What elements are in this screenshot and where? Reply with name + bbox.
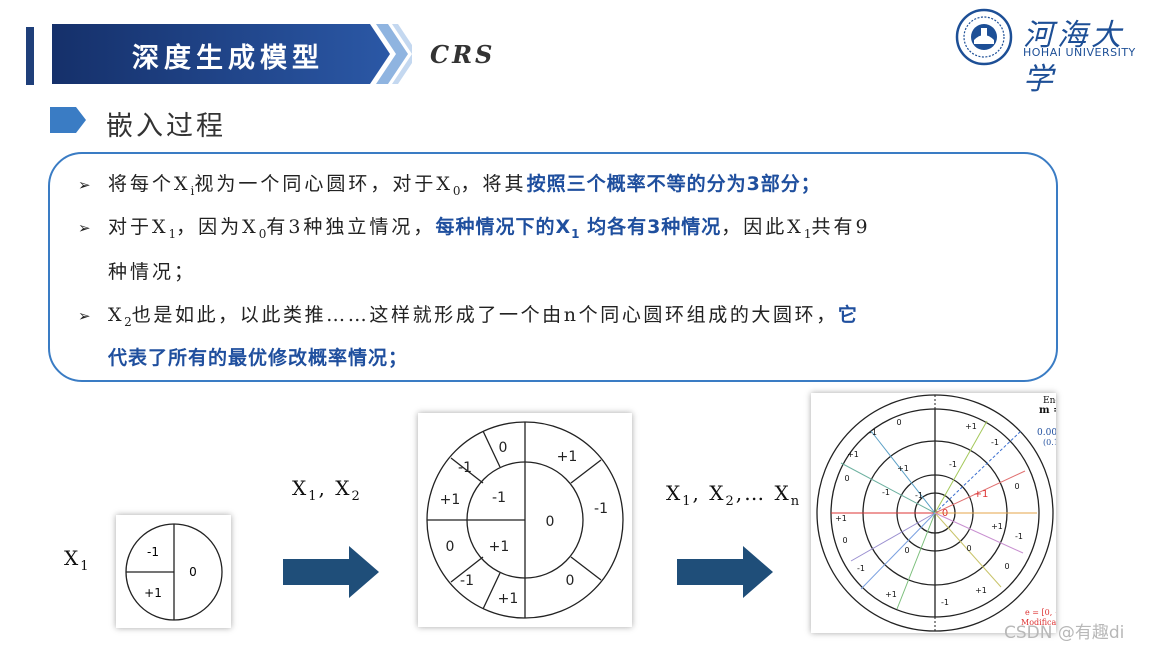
label-x1-x2: X1, X2: [292, 476, 362, 504]
highlight-text: 每种情况下的X: [435, 216, 572, 238]
segment-label: +1: [965, 422, 977, 431]
segment-label: 0: [1004, 562, 1009, 571]
segment-label: -1: [594, 501, 608, 517]
subscript: 1: [803, 226, 812, 241]
segment-label: -1: [147, 545, 159, 559]
segment-label: +1: [557, 449, 578, 465]
segment-label: -1: [941, 598, 949, 607]
page-title: 深度生成模型: [132, 43, 324, 74]
bullet-text: 也是如此，以此类推……这样就形成了一个由n个同心圆环组成的大圆环，: [131, 304, 838, 326]
subscript: 0: [258, 226, 267, 241]
logo-chinese-name: 河海大学: [1023, 18, 1125, 97]
section-marker-icon: [50, 107, 86, 133]
right-arrow-icon: [677, 546, 773, 598]
segment-label: 0: [546, 514, 555, 530]
bullet-2: ➢对于X1，因为X0有3种独立情况，每种情况下的X1 均各有3种情况，因此X1共…: [78, 212, 871, 241]
segment-label: -1: [458, 460, 472, 476]
watermark: CSDN @有趣di: [1004, 623, 1125, 643]
segment-label: 0: [942, 508, 948, 519]
segment-label: 0: [499, 440, 508, 456]
title-banner: [52, 24, 412, 84]
segment-label: +1: [144, 586, 162, 600]
subscript: i: [190, 183, 195, 198]
segment-label: 0: [566, 573, 575, 589]
segment-label: -1: [492, 490, 506, 506]
bullet-3-continued: 代表了所有的最优修改概率情况；: [108, 347, 409, 369]
segment-label: +1: [440, 492, 461, 508]
figure-caption: e = [0, +1, -: [1025, 608, 1056, 617]
figure-caption: (0.17: [1043, 438, 1056, 447]
segment-label: +1: [885, 590, 897, 599]
university-logo: 河海大学 HOHAI UNIVERSITY: [955, 8, 1145, 97]
bullet-text: 将每个X: [108, 173, 191, 195]
segment-label: -1: [460, 573, 474, 589]
segment-label: 0: [1014, 482, 1019, 491]
segment-label: 0: [966, 544, 971, 553]
bullet-text: 有3种独立情况，: [266, 216, 436, 238]
segment-label: +1: [991, 522, 1003, 531]
two-ring-diagram: -1 +1 0 0 -1 +1 0 -1 +1 +1 -1 0: [426, 421, 624, 619]
bullet-3: ➢ X2也是如此，以此类推……这样就形成了一个由n个同心圆环组成的大圆环，它: [78, 300, 858, 329]
highlight-text: 它: [837, 304, 858, 326]
label-x1-xn: X1, X2,… Xn: [666, 481, 802, 509]
segment-label: -1: [857, 564, 865, 573]
segment-label: +1: [847, 450, 859, 459]
content-box: [48, 152, 1058, 382]
bullet-2-continued: 种情况；: [108, 261, 197, 283]
subscript: 1: [571, 226, 580, 241]
bullet-text: ，将其: [460, 173, 527, 195]
segment-label: +1: [498, 591, 519, 607]
subscript: 1: [168, 226, 177, 241]
right-arrow-icon: [283, 546, 379, 598]
header-accent-bar: [26, 27, 34, 85]
bullet-text: 视为一个同心圆环，对于X: [194, 173, 453, 195]
segment-label: +1: [835, 514, 847, 523]
segment-label: -1: [882, 488, 890, 497]
multi-ring-diagram: Encrypted Me m = [001 0.00101 (0.17 e = …: [816, 394, 1108, 633]
segment-label: 0: [844, 474, 849, 483]
segment-label: +1: [897, 464, 909, 473]
logo-english-name: HOHAI UNIVERSITY: [1023, 46, 1136, 59]
bullet-text: ，因为X: [176, 216, 259, 238]
bullet-text: X: [108, 304, 125, 326]
page-subtitle: CRS: [430, 40, 496, 69]
university-seal-icon: [955, 8, 1013, 66]
single-ring-diagram: -1 +1 0: [125, 523, 223, 621]
segment-label: +1: [974, 489, 989, 500]
bullet-arrow-icon: ➢: [78, 176, 94, 194]
segment-label: 0: [446, 539, 455, 555]
highlight-text: 均各有3种情况: [579, 216, 722, 238]
label-x1: X1: [64, 546, 91, 574]
subscript: 2: [124, 314, 132, 329]
segment-label: -1: [991, 438, 999, 447]
highlight-text: 按照三个概率不等的分为3部分；: [526, 173, 821, 195]
section-title: 嵌入过程: [106, 111, 226, 142]
figure-two-rings: -1 +1 0 0 -1 +1 0 -1 +1 +1 -1 0: [418, 413, 632, 627]
segment-label: 0: [904, 546, 909, 555]
bullet-text: 对于X: [108, 216, 169, 238]
segment-label: 0: [896, 418, 901, 427]
segment-label: -1: [915, 491, 923, 500]
segment-label: -1: [949, 460, 957, 469]
bullet-text: 共有9: [811, 216, 871, 238]
segment-label: -1: [1015, 532, 1023, 541]
figure-caption: m = [001: [1039, 405, 1056, 416]
segment-label: 0: [842, 536, 847, 545]
bullet-text: ，因此X: [721, 216, 804, 238]
figure-caption: Modification: [1021, 618, 1056, 627]
bullet-1: ➢ 将每个Xi视为一个同心圆环，对于X0，将其按照三个概率不等的分为3部分；: [78, 169, 821, 198]
figure-caption: 0.00101: [1037, 428, 1056, 438]
segment-label: -1: [869, 428, 877, 437]
figure-single-ring: -1 +1 0: [116, 515, 231, 628]
segment-label: +1: [975, 586, 987, 595]
subscript: 0: [452, 183, 461, 198]
segment-label: +1: [489, 539, 510, 555]
figure-multi-ring: Encrypted Me m = [001 0.00101 (0.17 e = …: [811, 393, 1108, 633]
bullet-arrow-icon: ➢: [78, 307, 94, 325]
segment-label: 0: [189, 565, 197, 579]
bullet-arrow-icon: ➢: [78, 219, 94, 237]
